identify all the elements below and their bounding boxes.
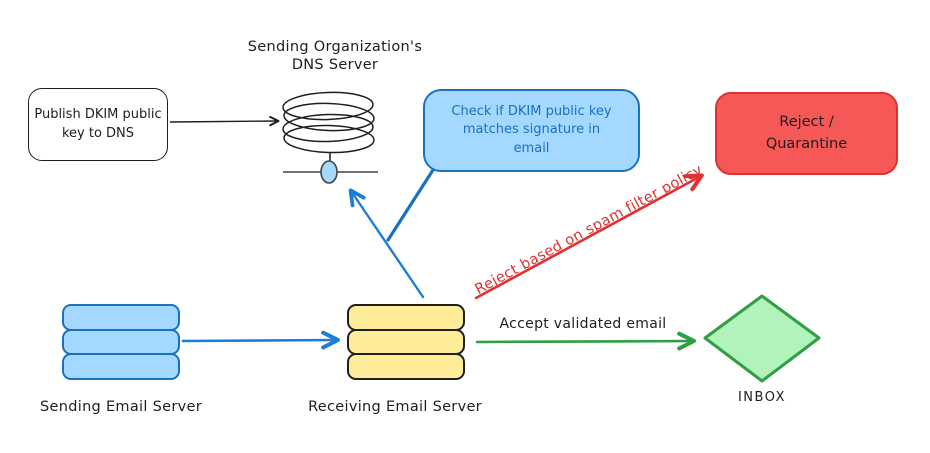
sending-server-label: Sending Email Server: [40, 399, 202, 415]
server-segment: [347, 304, 465, 331]
reject-quarantine-line2: Quarantine: [765, 135, 848, 152]
inbox-diamond: [703, 294, 821, 383]
dns-server-icon: [282, 91, 378, 184]
check-bubble-tail: [386, 168, 435, 242]
server-segment: [347, 353, 465, 381]
server-segment: [62, 353, 180, 381]
dns-server-title: Sending Organization's DNS Server: [230, 38, 440, 74]
check-dkim-bubble-line2: matches signature in: [462, 122, 601, 138]
receiving-server-label: Receiving Email Server: [308, 399, 482, 415]
reject-quarantine-box: Reject / Quarantine: [715, 92, 898, 175]
accept-arrow-label: Accept validated email: [499, 316, 667, 332]
publish-dkim-box-line2: key to DNS: [61, 125, 135, 141]
server-segment: [62, 328, 180, 356]
publish-dkim-box: Publish DKIM public key to DNS: [28, 88, 168, 161]
sending-to-receiving-arrow: [181, 330, 340, 350]
check-dkim-bubble: Check if DKIM public key matches signatu…: [423, 89, 640, 172]
dns-server-title-line1: Sending Organization's: [247, 39, 423, 55]
server-segment: [62, 304, 180, 331]
reject-quarantine-line1: Reject /: [779, 114, 834, 131]
publish-dkim-box-line1: Publish DKIM public: [34, 106, 162, 122]
inbox-label: INBOX: [737, 390, 787, 405]
receiving-to-dns-arrow: [348, 188, 425, 299]
accept-arrow: [475, 331, 696, 351]
server-segment: [347, 328, 465, 356]
sending-email-server-icon: [62, 304, 180, 381]
dns-server-title-line2: DNS Server: [291, 57, 379, 74]
receiving-email-server-icon: [347, 304, 465, 381]
publish-to-dns-arrow: [169, 115, 280, 127]
check-dkim-bubble-line1: Check if DKIM public key: [451, 104, 612, 120]
check-dkim-bubble-line3: email: [513, 140, 550, 156]
reject-arrow: [474, 173, 704, 300]
